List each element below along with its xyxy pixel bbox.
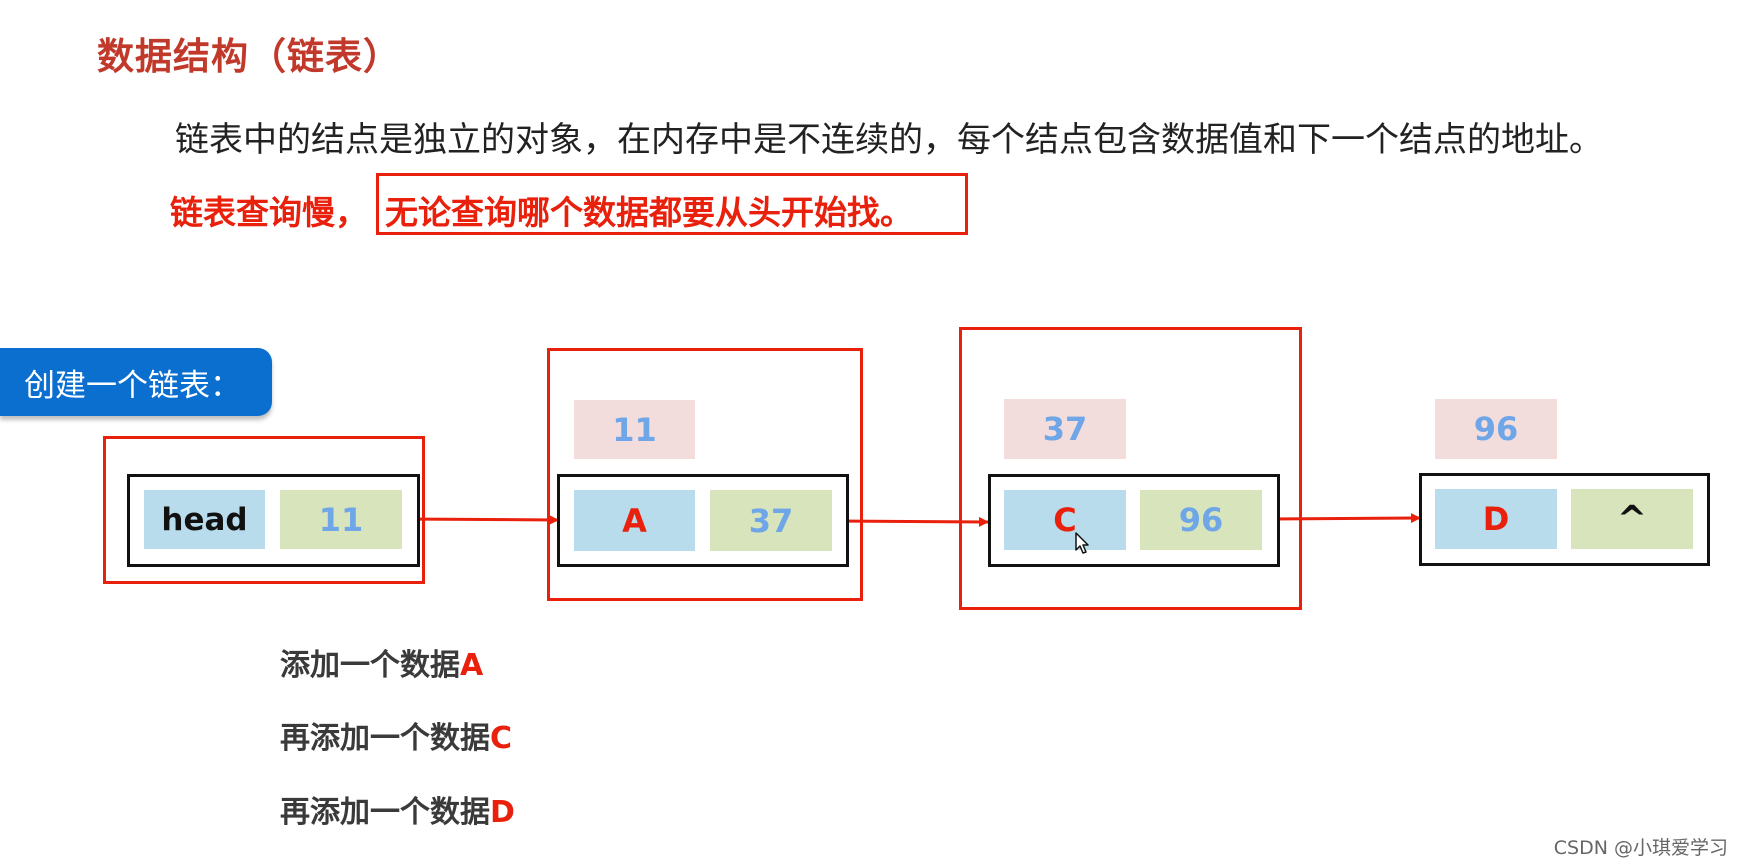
query-highlight-text: 无论查询哪个数据都要从头开始找。 <box>385 193 913 232</box>
node-c-next-cell: 96 <box>1140 490 1262 550</box>
query-slow-text: 链表查询慢， <box>170 193 368 232</box>
step-add-d: 再添加一个数据D <box>280 795 515 830</box>
node-a-next-cell: 37 <box>710 490 832 551</box>
step-add-a: 添加一个数据A <box>280 648 484 683</box>
head-pointer-cell: 11 <box>280 490 402 549</box>
node-a-frame <box>547 348 863 601</box>
step-add-c: 再添加一个数据C <box>280 721 513 756</box>
create-linked-list-button[interactable]: 创建一个链表： <box>0 348 272 416</box>
arrow-a-to-c <box>832 516 989 527</box>
head-frame <box>103 436 425 584</box>
mouse-cursor-icon <box>1075 532 1089 554</box>
arrow-head-to-a <box>401 514 559 525</box>
node-a-data-cell: A <box>574 490 695 551</box>
node-c-frame <box>959 327 1302 610</box>
query-highlight-box <box>376 173 968 235</box>
page-title: 数据结构（链表） <box>97 35 401 78</box>
node-c-data-cell: C <box>1004 490 1126 550</box>
node-c-address: 37 <box>1004 399 1126 459</box>
node-d-address: 96 <box>1435 399 1557 459</box>
description-text: 链表中的结点是独立的对象，在内存中是不连续的，每个结点包含数据值和下一个结点的地… <box>175 120 1603 160</box>
head-label-cell: head <box>144 490 265 549</box>
arrow-c-to-d <box>1263 513 1421 524</box>
node-a-address: 11 <box>574 400 695 459</box>
node-d-null-cell: ^ <box>1571 489 1693 549</box>
node-d-data-cell: D <box>1435 489 1557 549</box>
watermark: CSDN @小琪爱学习 <box>1553 837 1728 859</box>
